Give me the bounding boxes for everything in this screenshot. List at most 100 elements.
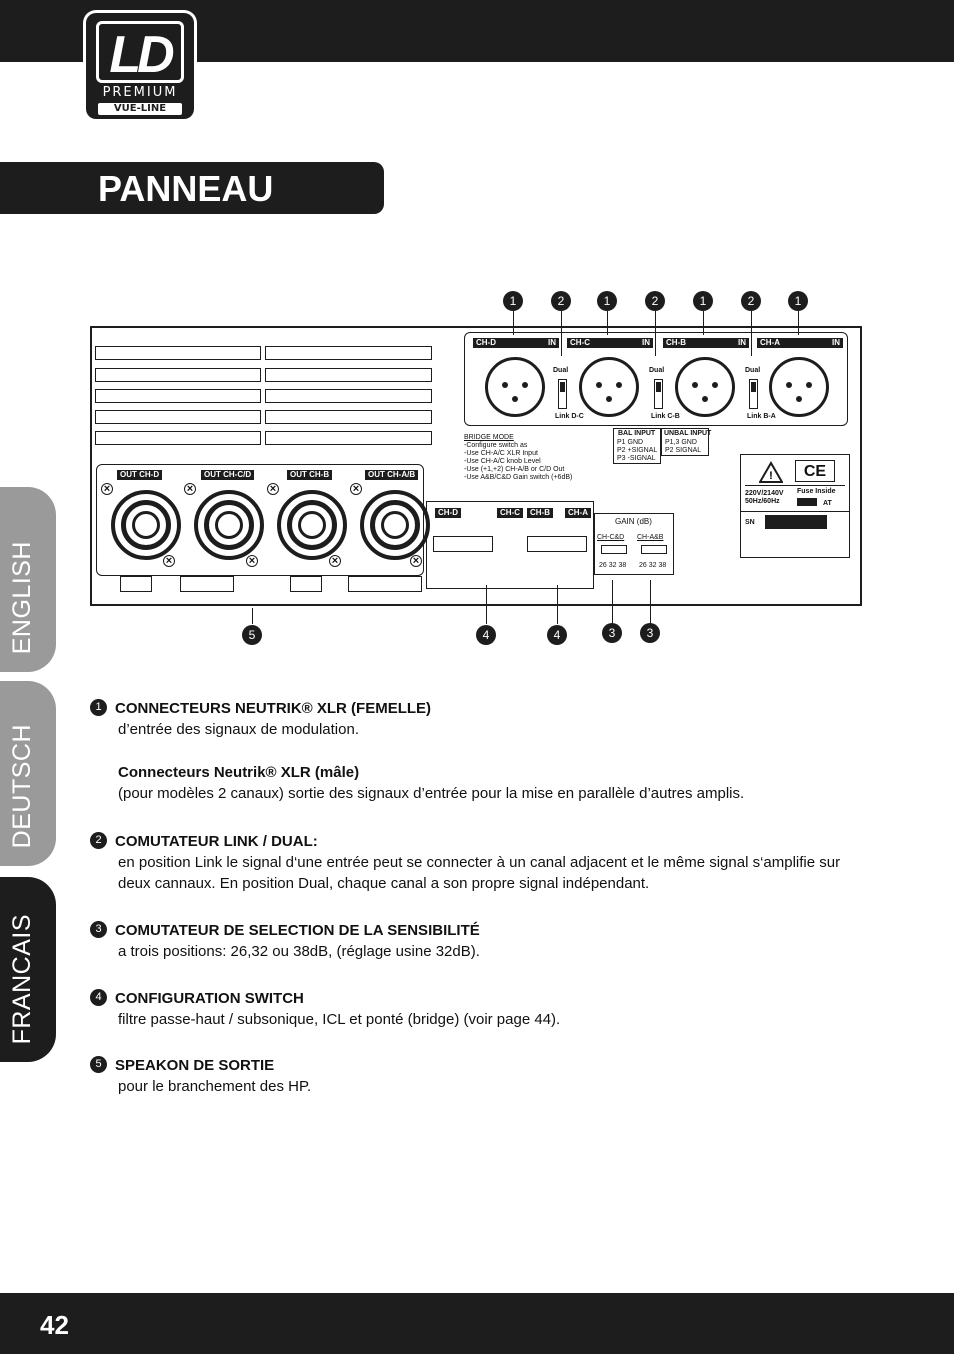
logo-vueline-text: VUE-LINE xyxy=(98,103,182,115)
gain-label-ab: CH-A&B xyxy=(637,534,664,541)
fuse-at-label: AT xyxy=(823,500,832,507)
callout-2: 2 xyxy=(645,291,665,311)
pinout-block xyxy=(180,576,234,592)
item-1: 1 CONNECTEURS NEUTRIK® XLR (FEMELLE) d’e… xyxy=(90,698,744,804)
vent-slot xyxy=(95,431,261,445)
vent-slot xyxy=(265,431,432,445)
screw-icon: × xyxy=(350,483,362,495)
item-number: 5 xyxy=(90,1056,107,1073)
tab-english[interactable]: ENGLISH xyxy=(0,487,56,672)
item-number: 1 xyxy=(90,699,107,716)
gain-switch-ab[interactable] xyxy=(641,545,667,554)
item-text: d’entrée des signaux de modulation. xyxy=(118,721,359,738)
bal-input-row: P3 -SIGNAL xyxy=(617,455,656,462)
dual-label: Dual xyxy=(745,367,761,374)
leader-line xyxy=(561,311,562,356)
xlr-input-ch-d[interactable] xyxy=(485,357,545,417)
power-frequency: 50Hz/60Hz xyxy=(745,498,780,505)
screw-icon: × xyxy=(163,555,175,567)
page-title: PANNEAU ARRIÈRE: xyxy=(0,162,384,263)
leader-line xyxy=(703,311,704,335)
out-label-ch-d: OUT CH-D xyxy=(117,470,163,480)
leader-line xyxy=(557,585,558,624)
link-dual-switch-ba[interactable] xyxy=(749,379,758,409)
title-light: ARRIÈRE: xyxy=(0,222,171,263)
title-bold: PANNEAU xyxy=(98,168,274,209)
bal-input-row: P2 +SIGNAL xyxy=(617,447,658,454)
link-label-cb: Link C-B xyxy=(651,413,680,420)
ld-premium-logo: LD PREMIUM VUE-LINE xyxy=(86,13,194,119)
leader-line xyxy=(655,311,656,356)
out-label-ch-ab: OUT CH-A/B xyxy=(365,470,419,480)
unbal-input-table: UNBAL INPUT P1,3 GND P2 SIGNAL xyxy=(661,428,712,456)
speakon-output-ch-d[interactable] xyxy=(111,490,181,560)
logo-premium-text: PREMIUM xyxy=(102,85,178,100)
screw-icon: × xyxy=(246,555,258,567)
xlr-input-ch-c[interactable] xyxy=(579,357,639,417)
unbal-input-row: P1,3 GND xyxy=(665,439,697,446)
leader-line xyxy=(798,311,799,335)
unbal-input-row: P2 SIGNAL xyxy=(665,447,702,454)
leader-line xyxy=(486,585,487,624)
link-label-ba: Link B-A xyxy=(747,413,776,420)
gain-title: GAIN (dB) xyxy=(615,517,652,526)
item-text: en position Link le signal d‘une entrée … xyxy=(118,854,841,871)
callout-1: 1 xyxy=(693,291,713,311)
gain-values-cd: 26 32 38 xyxy=(599,562,627,569)
callout-1: 1 xyxy=(597,291,617,311)
item-heading: CONNECTEURS NEUTRIK® XLR (FEMELLE) xyxy=(115,700,432,717)
speakon-output-ch-b[interactable] xyxy=(277,490,347,560)
tab-francais[interactable]: FRANCAIS xyxy=(0,877,56,1062)
callout-2: 2 xyxy=(741,291,761,311)
vent-slot xyxy=(95,368,261,382)
gain-switch-cd[interactable] xyxy=(601,545,627,554)
out-label-ch-b: OUT CH-B xyxy=(287,470,333,480)
item-4: 4 CONFIGURATION SWITCH filtre passe-haut… xyxy=(90,988,560,1030)
item-text: (pour modèles 2 canaux) sortie des signa… xyxy=(118,785,745,802)
item-5: 5 SPEAKON DE SORTIE pour le branchement … xyxy=(90,1055,311,1097)
tab-francais-label: FRANCAIS xyxy=(8,913,36,1044)
tab-english-label: ENGLISH xyxy=(8,540,36,654)
link-dual-switch-dc[interactable] xyxy=(558,379,567,409)
item-heading: COMUTATEUR LINK / DUAL: xyxy=(115,833,318,850)
tab-deutsch-label: DEUTSCH xyxy=(8,723,36,848)
link-dual-switch-cb[interactable] xyxy=(654,379,663,409)
gain-switch-section: GAIN (dB) CH-C&D CH-A&B 26 32 38 26 32 3… xyxy=(594,513,674,575)
screw-icon: × xyxy=(267,483,279,495)
bal-input-table: BAL INPUT P1 GND P2 +SIGNAL P3 -SIGNAL xyxy=(613,428,661,464)
screw-icon: × xyxy=(184,483,196,495)
svg-text:!: ! xyxy=(769,470,773,482)
out-label-ch-cd: OUT CH-C/D xyxy=(201,470,255,480)
pinout-block xyxy=(290,576,322,592)
speakon-output-ch-ab[interactable] xyxy=(360,490,430,560)
unbal-input-title: UNBAL INPUT xyxy=(664,430,712,437)
fuse-inside-label: Fuse Inside xyxy=(797,488,836,495)
leader-line xyxy=(612,580,613,624)
leader-line xyxy=(607,311,608,335)
power-voltage: 220V/2140V xyxy=(745,490,784,497)
dip-label-ch-a: CH-A xyxy=(565,508,591,518)
output-section: OUT CH-D OUT CH-C/D OUT CH-B OUT CH-A/B … xyxy=(96,464,430,576)
callout-4: 4 xyxy=(476,625,496,645)
gain-values-ab: 26 32 38 xyxy=(639,562,667,569)
item-heading: CONFIGURATION SWITCH xyxy=(115,990,304,1007)
ce-mark: CE xyxy=(795,460,835,482)
item-number: 2 xyxy=(90,832,107,849)
callout-1: 1 xyxy=(788,291,808,311)
dip-switch-cd[interactable] xyxy=(433,536,493,552)
config-switch-section: CH-D CH-C CH-B CH-A xyxy=(426,501,594,589)
item-text: filtre passe-haut / subsonique, ICL et p… xyxy=(118,1011,561,1028)
screw-icon: × xyxy=(329,555,341,567)
item-text: a trois positions: 26,32 ou 38dB, (régla… xyxy=(118,943,480,960)
leader-line xyxy=(751,311,752,356)
xlr-input-ch-b[interactable] xyxy=(675,357,735,417)
serial-number-field xyxy=(765,515,827,529)
dip-switch-ab[interactable] xyxy=(527,536,587,552)
xlr-input-ch-a[interactable] xyxy=(769,357,829,417)
tab-deutsch[interactable]: DEUTSCH xyxy=(0,681,56,866)
leader-line xyxy=(252,608,253,624)
vent-slot xyxy=(95,346,261,360)
speakon-output-ch-cd[interactable] xyxy=(194,490,264,560)
